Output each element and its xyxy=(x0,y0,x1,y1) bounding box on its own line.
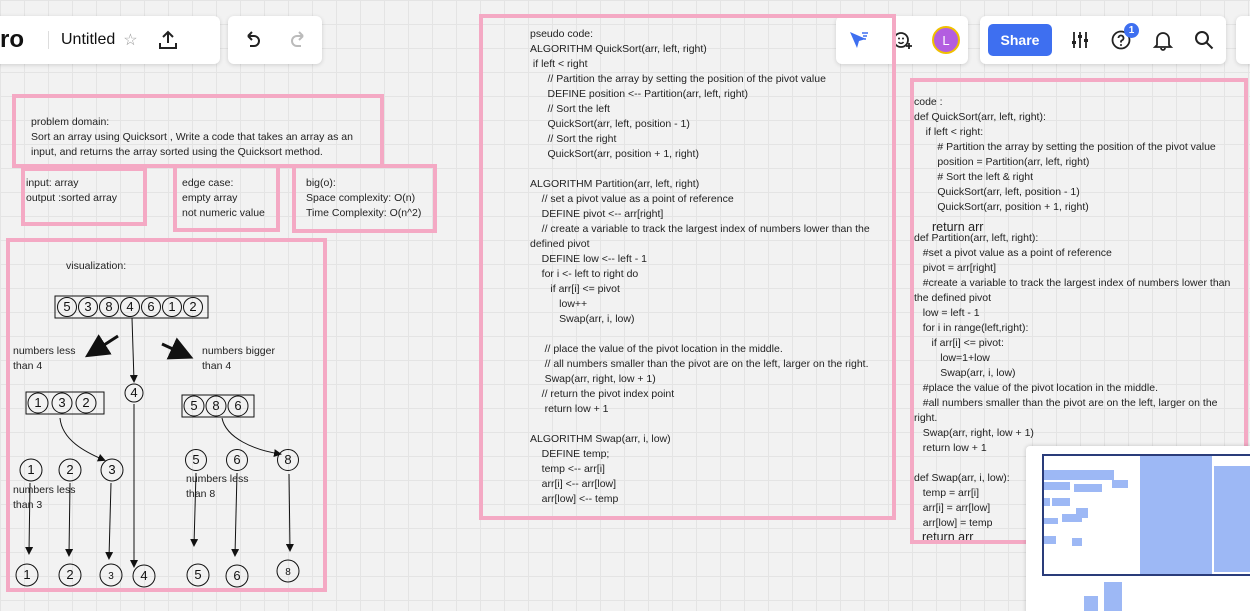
user-avatar[interactable]: L xyxy=(932,26,960,54)
collaboration-toolbar: L xyxy=(836,16,968,64)
label-less-than-4: numbers less than 4 xyxy=(13,345,76,372)
minimap[interactable] xyxy=(1026,446,1250,611)
pseudo-code-frame[interactable] xyxy=(479,14,896,520)
io-text: input: array output :sorted array xyxy=(26,177,118,204)
settings-sliders-icon[interactable] xyxy=(1066,26,1094,54)
app-logo[interactable]: ro xyxy=(0,26,24,53)
edge-case-text: edge case: empty array not numeric value xyxy=(182,177,265,219)
edge-case-frame[interactable] xyxy=(173,164,280,232)
star-icon[interactable]: ☆ xyxy=(123,32,138,49)
pseudo-code-text: pseudo code: ALGORITHM QuickSort(arr, le… xyxy=(530,28,870,505)
cursor-filter-icon[interactable] xyxy=(844,26,872,54)
label-less-than-3: numbers less than 3 xyxy=(13,484,76,511)
help-icon[interactable]: 1 xyxy=(1107,23,1139,54)
visualization-title: visualization: xyxy=(66,260,127,272)
redo-icon[interactable] xyxy=(285,26,313,54)
bell-icon[interactable] xyxy=(1149,26,1177,54)
problem-domain-text: problem domain: Sort an array using Quic… xyxy=(31,116,353,158)
label-bigger-than-4: numbers bigger than 4 xyxy=(202,345,275,372)
undo-redo-toolbar xyxy=(228,16,322,64)
board-header-toolbar: ro Untitled ☆ xyxy=(0,16,220,64)
code-clip: code : def QuickSort(arr, left, right): … xyxy=(914,82,1244,540)
minimap-viewport[interactable] xyxy=(1042,454,1250,576)
label-less-than-8: numbers less than 8 xyxy=(186,473,249,500)
code-return-arr: return arr xyxy=(932,220,984,234)
big-o-text: big(o): Space complexity: O(n) Time Comp… xyxy=(306,177,422,219)
io-frame[interactable] xyxy=(21,167,147,226)
upload-icon[interactable] xyxy=(154,26,182,54)
big-o-frame[interactable] xyxy=(292,164,437,233)
undo-icon[interactable] xyxy=(238,26,266,54)
panel-toggle[interactable] xyxy=(1236,16,1250,64)
visualization-frame[interactable] xyxy=(6,238,327,592)
notification-badge: 1 xyxy=(1124,23,1139,38)
code-partition-swap-text: def Partition(arr, left, right): #set a … xyxy=(914,232,1231,529)
search-icon[interactable] xyxy=(1190,26,1218,54)
share-button[interactable]: Share xyxy=(988,24,1052,56)
board-title[interactable]: Untitled xyxy=(48,31,115,49)
code-return-arr-2: return arr xyxy=(922,530,974,540)
main-actions-toolbar: Share 1 xyxy=(980,16,1226,64)
code-quicksort-text: code : def QuickSort(arr, left, right): … xyxy=(914,96,1216,213)
